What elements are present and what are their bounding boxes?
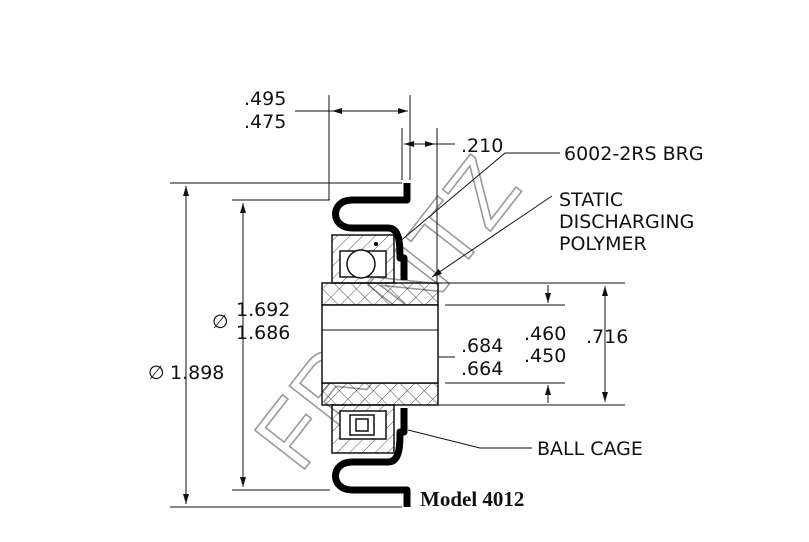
- hub-sleeve: [321, 282, 439, 406]
- hub-length-min: .664: [461, 358, 503, 380]
- tire-bottom: [332, 408, 411, 507]
- polymer-callout-2: DISCHARGING: [559, 211, 694, 233]
- leaders: [397, 152, 560, 449]
- bore-max: .460: [524, 323, 566, 345]
- hub-length-max: .684: [461, 335, 503, 357]
- bore-min: .450: [524, 345, 566, 367]
- bearing-callout: 6002-2RS BRG: [564, 143, 704, 165]
- model-label: Model 4012: [420, 487, 524, 511]
- polymer-callout-3: POLYMER: [559, 233, 647, 255]
- diameter-symbol: ∅: [212, 311, 229, 333]
- tread-diameter-max: 1.692: [236, 299, 290, 321]
- diameter-symbol: ∅: [148, 362, 165, 384]
- tire-top: [332, 183, 411, 280]
- extension-lines: [170, 95, 625, 508]
- bearing-bottom: [331, 404, 395, 454]
- tread-diameter-min: 1.686: [236, 322, 290, 344]
- ball-cage-callout: BALL CAGE: [537, 438, 643, 460]
- polymer-callout-1: STATIC: [559, 189, 623, 211]
- flange-width-min: .475: [244, 111, 286, 133]
- rim-thickness: .210: [461, 135, 503, 157]
- outer-diameter: 1.898: [170, 362, 224, 384]
- bearing-top: [331, 234, 395, 284]
- hub-diameter: .716: [586, 326, 628, 348]
- flange-width-max: .495: [244, 88, 286, 110]
